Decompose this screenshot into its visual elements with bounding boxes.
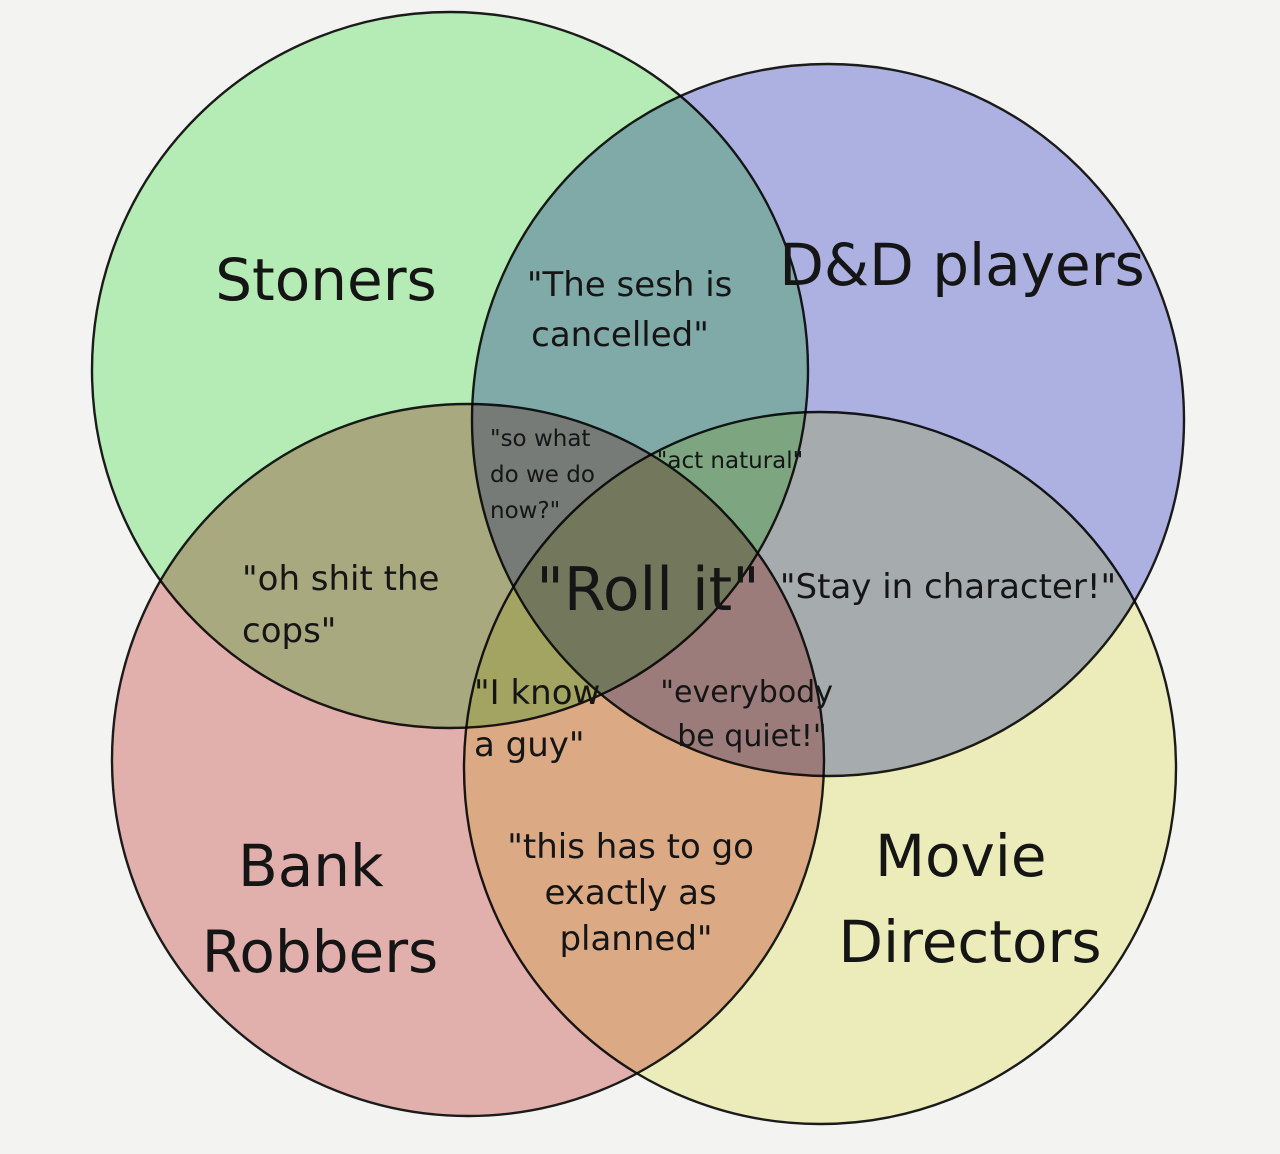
label-stoners: Stoners xyxy=(215,246,437,314)
label-all-four: "Roll it" xyxy=(536,555,760,625)
label-stoners-robbers: "oh shit the cops" xyxy=(242,559,450,651)
label-dnd-directors: "Stay in character!" xyxy=(780,567,1116,607)
label-dnd-robbers-directors: "everybody be quiet!" xyxy=(660,671,844,754)
label-movie-directors: Movie Directors xyxy=(838,822,1101,976)
label-bank-robbers: Bank Robbers xyxy=(202,832,439,986)
label-dnd-players: D&D players xyxy=(779,231,1145,299)
label-stoners-robbers-directors: "I know a guy" xyxy=(474,673,611,765)
labels: Stoners D&D players Bank Robbers Movie D… xyxy=(202,231,1145,986)
label-stoners-dnd: "The sesh is cancelled" xyxy=(527,265,743,355)
label-stoners-dnd-robbers: "so what do we do now?" xyxy=(490,426,602,524)
label-robbers-directors: "this has to go exactly as planned" xyxy=(507,827,765,959)
movie-directors-circle xyxy=(462,410,1178,1126)
label-stoners-dnd-directors: "act natural" xyxy=(657,448,803,474)
circles xyxy=(90,10,1186,1126)
